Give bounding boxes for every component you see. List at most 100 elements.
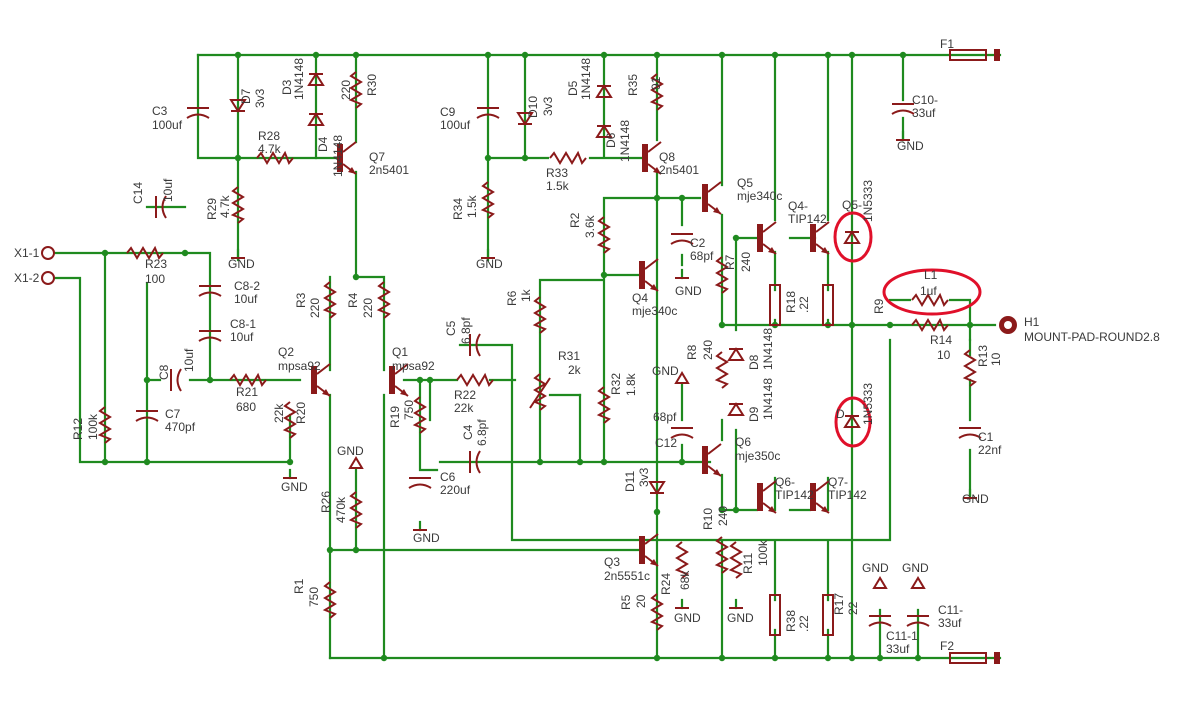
label-d7_val: 3v3 <box>253 88 267 108</box>
label-c11_1_val: 33uf <box>886 642 910 656</box>
label-q8_name: Q8 <box>659 150 675 164</box>
label-q4_name: Q4 <box>632 291 648 305</box>
highlight-lower-zener <box>834 396 872 448</box>
label-d8_name: D8 <box>747 354 761 370</box>
label-d6_name: D6 <box>604 132 618 148</box>
label-gnd_r26: GND <box>337 444 364 458</box>
label-r22_val: 22k <box>454 401 474 415</box>
label-c2_val: 68pf <box>690 249 714 263</box>
label-h1_val: MOUNT-PAD-ROUND2.8 <box>1024 330 1160 344</box>
label-r26_val: 470k <box>334 496 348 523</box>
label-r20_val: 22k <box>272 403 286 423</box>
label-gnd_c11b: GND <box>902 561 929 575</box>
label-c8_name: C8 <box>157 364 171 380</box>
label-gnd_c6: GND <box>413 531 440 545</box>
highlight-inductor-l1 <box>882 268 982 316</box>
label-d7_name: D7 <box>239 88 253 104</box>
label-f1: F1 <box>940 37 954 51</box>
capacitor-c8 <box>170 368 182 392</box>
label-d4_val: 1N4148 <box>331 135 345 177</box>
label-c11_1_name: C11-1 <box>886 629 918 643</box>
transistor-q4-tip142 <box>756 221 777 255</box>
label-gnd_c1: GND <box>962 492 989 506</box>
label-r12_name: R12 <box>71 418 85 440</box>
label-gnd_r11: GND <box>727 611 754 625</box>
label-c9_val: 100uf <box>440 118 471 132</box>
label-r34_name: R34 <box>451 198 465 220</box>
label-q5_name: Q5 <box>737 176 753 190</box>
label-r8_name: R8 <box>685 344 699 360</box>
label-r13_name: R13 <box>976 345 990 367</box>
label-c5_val: 6.8pf <box>459 317 473 344</box>
label-c6_val: 220uf <box>440 483 471 497</box>
label-r7_name: R7 <box>723 254 737 270</box>
label-gnd_r24: GND <box>674 611 701 625</box>
label-q4t_name: Q4- <box>788 199 808 213</box>
label-r10_name: R10 <box>701 508 715 530</box>
label-gnd_c12: GND <box>652 364 679 378</box>
label-r11_val: 100k <box>756 539 770 566</box>
label-q4t_val: TIP142 <box>788 212 827 226</box>
label-r1_name: R1 <box>292 578 306 594</box>
label-r20_name: R20 <box>294 402 308 424</box>
label-r17_name: R17 <box>832 593 846 615</box>
label-d9_val: 1N4148 <box>761 378 775 420</box>
label-r4_val: 220 <box>361 298 375 318</box>
label-r8_val: 240 <box>701 340 715 360</box>
label-d5_val: 1N4148 <box>579 58 593 100</box>
label-c3_val: 100uf <box>152 118 183 132</box>
label-c7_name: C7 <box>165 407 181 421</box>
label-q2_name: Q2 <box>278 345 294 359</box>
label-r30_name: R30 <box>365 74 379 96</box>
label-c4_val: 6.8pf <box>475 419 489 446</box>
label-c11_name: C11- <box>938 603 963 617</box>
label-q2_val: mpsa92 <box>278 359 321 373</box>
label-d4_name: D4 <box>316 136 330 152</box>
capacitor-c10 <box>891 103 915 115</box>
label-r10_val: 240 <box>716 506 730 526</box>
label-q7t_val: TIP142 <box>828 488 867 502</box>
label-r14_val: 10 <box>937 348 951 362</box>
label-r2_name: R2 <box>568 212 582 228</box>
diode-d9 <box>728 403 744 416</box>
label-r1_val: 750 <box>307 587 321 607</box>
highlight-annotations <box>833 211 982 448</box>
label-d3_name: D3 <box>280 79 294 95</box>
label-d10_name: D10 <box>526 96 540 118</box>
label-f2: F2 <box>940 639 954 653</box>
label-c5_name: C5 <box>444 320 458 336</box>
label-r21_val: 680 <box>236 400 256 414</box>
label-r13_val: 10 <box>989 352 1003 366</box>
label-r38_name: R38 <box>784 610 798 632</box>
label-q6_name: Q6 <box>735 435 751 449</box>
label-q1_name: Q1 <box>392 345 408 359</box>
label-q7_val: 2n5401 <box>369 163 409 177</box>
label-c12_name: C12 <box>655 436 677 450</box>
label-c11_val: 33uf <box>938 616 962 630</box>
label-r18_val: .22 <box>797 296 811 313</box>
label-d11_name: D11 <box>623 471 637 492</box>
label-c10_val: 33uf <box>912 106 936 120</box>
label-r6_name: R6 <box>505 290 519 306</box>
label-c7_val: 470pf <box>165 420 196 434</box>
transistor-q4 <box>638 258 659 292</box>
label-r32_val: 1.8k <box>624 372 638 396</box>
label-r28_val: 4.7k <box>258 142 282 156</box>
label-x1_2: X1-2 <box>14 271 40 285</box>
label-r3_name: R3 <box>294 292 308 308</box>
label-q6t_val: TIP142 <box>775 488 814 502</box>
transistor-q5 <box>701 181 722 215</box>
label-r32_name: R32 <box>609 373 623 395</box>
label-r29_name: R29 <box>205 198 219 220</box>
label-c8_2_name: C8-2 <box>234 279 260 293</box>
label-d3_val: 1N4148 <box>292 58 306 100</box>
label-l1_val: 1uf <box>920 284 937 298</box>
label-r17_val: 22 <box>846 601 860 615</box>
label-r33_name: R33 <box>546 166 568 180</box>
label-gnd_c2: GND <box>675 284 702 298</box>
label-d8_val: 1N4148 <box>761 328 775 370</box>
transistor-q5-tip142 <box>809 221 830 255</box>
label-d11_val: 3v3 <box>637 467 651 487</box>
label-h1_name: H1 <box>1024 315 1040 329</box>
